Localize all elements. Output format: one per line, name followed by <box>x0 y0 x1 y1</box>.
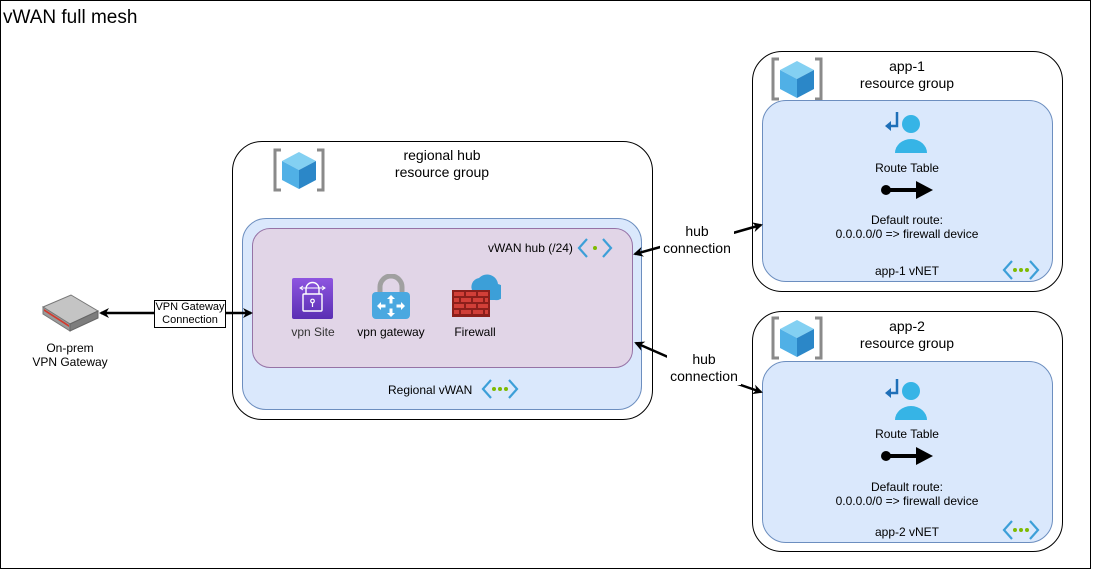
vpn-connection-line2: Connection <box>162 314 218 326</box>
hub-connection-line1: hub <box>692 351 716 367</box>
vnet-icon <box>577 238 613 258</box>
app2-default-route-line1: Default route: <box>870 480 944 494</box>
app2-default-route: Default route: 0.0.0.0/0 => firewall dev… <box>817 480 997 508</box>
app2-rg-label: app-2 resource group <box>850 318 964 352</box>
vpn-site-icon <box>292 278 333 319</box>
firewall-label: Firewall <box>454 325 496 339</box>
app2-rg-line2: resource group <box>859 335 955 351</box>
app2-rg-line1: app-2 <box>889 318 925 334</box>
app1-vnet-label: app-1 vNET <box>874 264 940 278</box>
diagram-title: vWAN full mesh <box>3 7 138 28</box>
regional-vwan-label: Regional vWAN <box>388 383 473 397</box>
onprem-label: On-prem VPN Gateway <box>28 341 112 369</box>
vpn-site-label: vpn Site <box>291 325 335 339</box>
hub-connection-line2: connection <box>670 368 738 384</box>
app1-rg-line1: app-1 <box>889 58 925 74</box>
hub-rg-line2: resource group <box>394 164 490 180</box>
resource-group-icon <box>771 57 823 101</box>
hub-connection-line1: hub <box>685 223 709 239</box>
hub-connection-line2: connection <box>663 240 731 256</box>
resource-group-icon <box>771 316 823 360</box>
onprem-line2: VPN Gateway <box>32 355 108 369</box>
vpn-gateway-icon <box>372 274 410 319</box>
app1-route-table-label: Route Table <box>875 161 939 175</box>
onprem-line1: On-prem <box>46 341 94 355</box>
hub-connection-arrow-app1 <box>633 222 763 257</box>
vpn-connection-label: VPN Gateway Connection <box>154 300 226 328</box>
vnet-icon <box>1002 520 1040 540</box>
resource-group-icon <box>273 148 325 192</box>
app2-vnet-label: app-2 vNET <box>874 525 940 539</box>
vwan-hub-label: vWAN hub (/24) <box>488 241 573 255</box>
app2-route-table-label: Route Table <box>875 427 939 441</box>
route-table-icon <box>885 112 927 153</box>
route-arrow-icon <box>881 181 933 199</box>
hub-rg-line1: regional hub <box>403 147 481 163</box>
vpn-gateway-label: vpn gateway <box>357 325 425 339</box>
hub-connection-label-2: hub connection <box>667 351 741 385</box>
route-table-icon <box>885 379 927 420</box>
hub-connection-label-1: hub connection <box>660 223 734 257</box>
app1-default-route: Default route: 0.0.0.0/0 => firewall dev… <box>817 213 997 241</box>
route-arrow-icon <box>881 447 933 465</box>
app1-rg-line2: resource group <box>859 75 955 91</box>
app1-default-route-line2: 0.0.0.0/0 => firewall device <box>835 227 979 241</box>
firewall-icon <box>452 274 501 317</box>
vnet-icon <box>1002 260 1040 280</box>
hub-rg-label: regional hub resource group <box>378 147 506 181</box>
vnet-icon <box>481 379 519 399</box>
app2-default-route-line2: 0.0.0.0/0 => firewall device <box>835 494 979 508</box>
vpn-connection-line1: VPN Gateway <box>155 301 225 313</box>
router-icon <box>41 294 99 332</box>
app1-rg-label: app-1 resource group <box>850 58 964 92</box>
app1-default-route-line1: Default route: <box>870 213 944 227</box>
